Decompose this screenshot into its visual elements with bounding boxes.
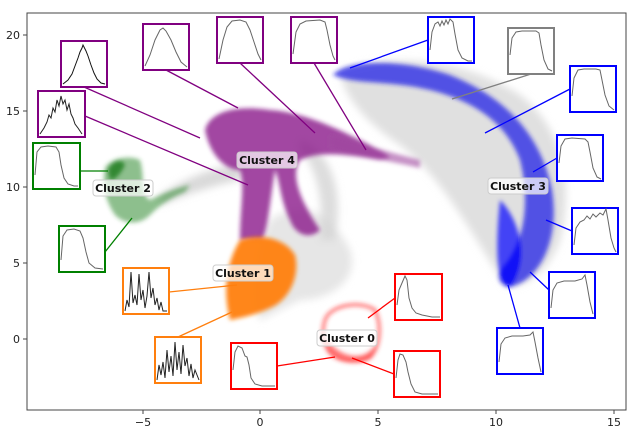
inset-cluster4-d (216, 16, 264, 64)
x-axis (142, 410, 615, 414)
inset-cluster0-b (394, 273, 443, 321)
x-tick-labels: −5 0 5 10 15 (135, 416, 621, 427)
svg-text:Cluster 4: Cluster 4 (239, 154, 295, 167)
connector-lines (80, 39, 573, 375)
inset-cluster1-b (154, 336, 202, 384)
cluster-0-label: Cluster 0 (316, 329, 378, 347)
svg-text:10: 10 (6, 181, 20, 194)
inset-cluster3-c (556, 134, 604, 182)
inset-cluster3-f (496, 327, 544, 375)
inset-cluster0-c (393, 350, 441, 398)
y-tick-labels: 20 15 10 5 0 (6, 29, 20, 346)
svg-text:Cluster 0: Cluster 0 (319, 332, 375, 345)
inset-cluster4-b (37, 90, 86, 138)
inset-unassigned (507, 27, 555, 75)
cluster-1-label: Cluster 1 (212, 264, 274, 282)
svg-text:20: 20 (6, 29, 20, 42)
inset-cluster3-d (571, 207, 619, 255)
cluster-4-points (205, 108, 420, 241)
inset-cluster4-a (60, 40, 108, 88)
svg-text:10: 10 (489, 416, 503, 427)
svg-text:Cluster 1: Cluster 1 (215, 267, 271, 280)
y-axis (23, 34, 27, 340)
svg-text:15: 15 (607, 416, 621, 427)
svg-text:5: 5 (13, 257, 20, 270)
svg-text:5: 5 (375, 416, 382, 427)
inset-cluster3-b (569, 65, 617, 113)
svg-text:15: 15 (6, 105, 20, 118)
svg-text:0: 0 (257, 416, 264, 427)
inset-cluster4-e (290, 16, 338, 64)
inset-cluster2-b (58, 225, 106, 273)
inset-cluster2-a (32, 142, 81, 190)
inset-cluster3-e (548, 271, 596, 319)
insets (32, 16, 619, 398)
svg-text:−5: −5 (135, 416, 151, 427)
cluster-4-label: Cluster 4 (236, 151, 298, 169)
inset-cluster4-c (142, 23, 190, 71)
svg-text:Cluster 2: Cluster 2 (95, 182, 151, 195)
inset-cluster3-a (427, 16, 475, 64)
cluster-labels: Cluster 0 Cluster 1 Cluster 2 Cluster 3 … (92, 151, 549, 347)
inset-cluster0-a (230, 342, 278, 390)
cluster-2-label: Cluster 2 (92, 179, 154, 197)
svg-text:Cluster 3: Cluster 3 (490, 180, 546, 193)
cluster-3-points (333, 62, 554, 287)
svg-text:0: 0 (13, 333, 20, 346)
cluster-3-label: Cluster 3 (487, 177, 549, 195)
cluster-2-points (103, 157, 190, 223)
inset-cluster1-a (122, 267, 170, 315)
